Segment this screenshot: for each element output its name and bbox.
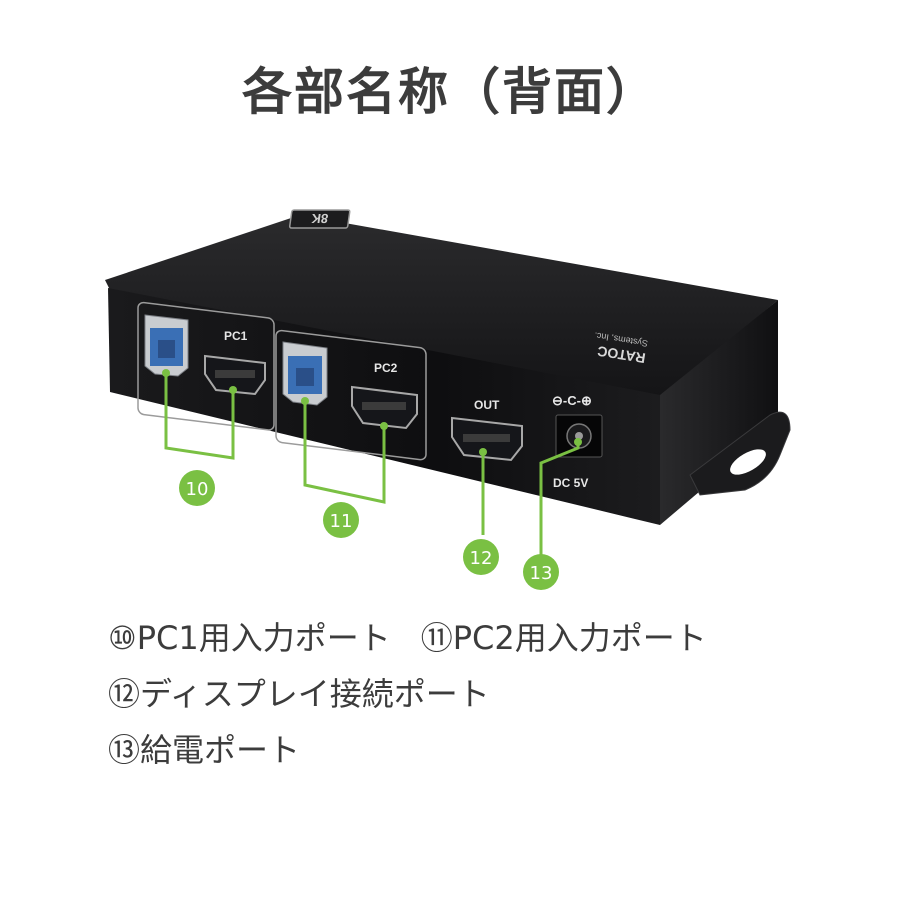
mounting-bracket	[689, 411, 791, 496]
pc1-hdmi-port[interactable]	[204, 354, 266, 396]
callout-10: 10	[179, 470, 215, 506]
out-label: OUT	[474, 398, 500, 412]
callout-11: 11	[323, 502, 359, 538]
svg-text:8K: 8K	[310, 211, 329, 226]
device-top-face	[105, 215, 778, 398]
out-hdmi-port[interactable]	[451, 416, 523, 462]
svg-text:RATOC: RATOC	[596, 343, 646, 366]
legend-row-1: ⑩PC1用入力ポート ⑪PC2用入力ポート	[108, 610, 707, 666]
pc1-label: PC1	[224, 329, 248, 343]
pc2-port-group-frame	[275, 329, 427, 461]
legend-item-10: ⑩PC1用入力ポート	[108, 619, 391, 657]
svg-text:10: 10	[186, 479, 209, 500]
callout-dots	[162, 369, 582, 456]
legend-item-11: ⑪PC2用入力ポート	[420, 619, 707, 657]
device-rear-photo: 8K RATOC Systems, Inc. PC1 PC2 OUT ⊖-	[105, 209, 791, 590]
dc-label: DC 5V	[553, 476, 588, 490]
device-side-face	[660, 300, 778, 525]
port-legend: ⑩PC1用入力ポート ⑪PC2用入力ポート ⑫ディスプレイ接続ポート ⑬給電ポート	[108, 610, 707, 778]
callout-13: 13	[523, 554, 559, 590]
8k-badge: 8K	[288, 209, 351, 229]
callout-lines	[164, 373, 580, 555]
svg-text:13: 13	[530, 563, 553, 584]
pc2-label: PC2	[374, 361, 398, 375]
callout-12: 12	[463, 539, 499, 575]
pc2-usb-port[interactable]	[282, 341, 328, 406]
legend-item-12: ⑫ディスプレイ接続ポート	[108, 675, 490, 713]
legend-item-13: ⑬給電ポート	[108, 731, 301, 769]
polarity-symbol: ⊖-C-⊕	[552, 393, 592, 408]
pc1-usb-port[interactable]	[144, 314, 189, 377]
pc2-hdmi-port[interactable]	[351, 385, 418, 430]
bracket-hole	[730, 449, 766, 475]
dc-power-jack[interactable]	[555, 414, 603, 458]
legend-row-3: ⑬給電ポート	[108, 722, 707, 778]
pc1-port-group-frame	[137, 301, 275, 431]
svg-text:12: 12	[470, 548, 493, 569]
legend-row-2: ⑫ディスプレイ接続ポート	[108, 666, 707, 722]
page-title: 各部名称（背面）	[242, 63, 658, 121]
svg-text:11: 11	[330, 511, 353, 532]
